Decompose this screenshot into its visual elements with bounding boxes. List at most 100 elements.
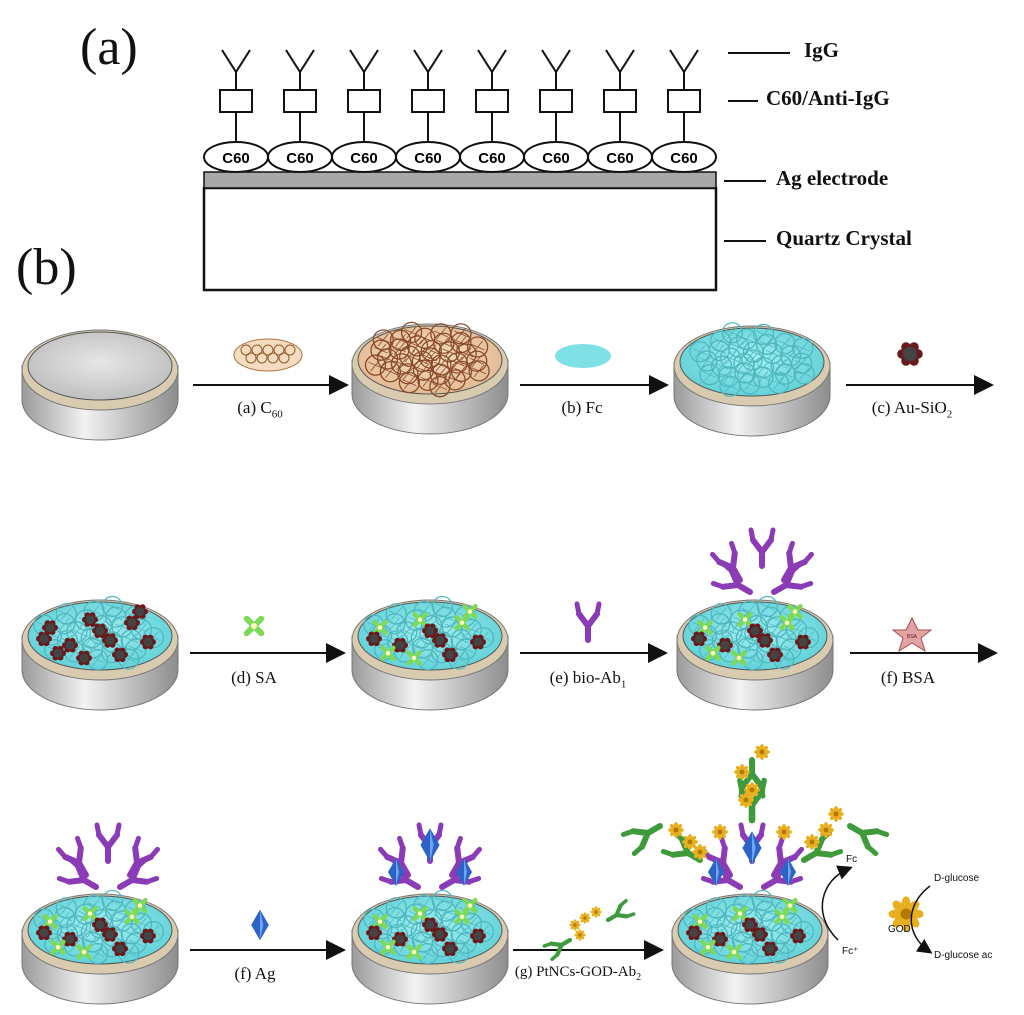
god-petal bbox=[755, 752, 762, 759]
streptavidin-core bbox=[731, 949, 737, 955]
sio2-core bbox=[720, 640, 730, 650]
fullerene-mesh bbox=[725, 326, 740, 339]
streptavidin-core bbox=[705, 944, 711, 950]
fullerene-cage bbox=[417, 369, 439, 392]
god-petal bbox=[688, 834, 692, 840]
streptavidin-core bbox=[736, 655, 742, 661]
fullerene-mesh bbox=[458, 642, 474, 656]
electrode-c60 bbox=[351, 321, 509, 435]
god-petal bbox=[746, 800, 753, 807]
streptavidin-core bbox=[55, 944, 61, 950]
streptavidin-core bbox=[779, 914, 785, 920]
fullerene-mesh bbox=[797, 367, 812, 380]
streptavidin-core bbox=[81, 949, 87, 955]
fullerene-cage bbox=[709, 330, 732, 352]
quartz-crystal-block bbox=[202, 186, 718, 292]
god-center bbox=[673, 827, 679, 833]
god-center bbox=[697, 849, 703, 855]
fullerene-cage bbox=[710, 603, 732, 625]
antibody-tips bbox=[416, 822, 444, 838]
antibody-tips bbox=[618, 898, 636, 919]
c60-unit: C60 bbox=[267, 49, 333, 173]
reagent-c60-cage bbox=[245, 352, 257, 364]
reagent-ab2-icon bbox=[542, 898, 636, 962]
fullerene-mesh bbox=[736, 899, 752, 912]
god-petal bbox=[702, 850, 708, 854]
fullerene-mesh bbox=[420, 653, 435, 666]
step-label-b: (b) Fc bbox=[561, 398, 603, 417]
fullerene-cage bbox=[699, 364, 721, 386]
c60-text: C60 bbox=[222, 150, 250, 167]
anti-igg-box bbox=[283, 89, 317, 113]
fullerene-mesh bbox=[433, 327, 448, 341]
sio2-core bbox=[750, 626, 760, 636]
c60-text: C60 bbox=[286, 150, 314, 167]
fullerene-cage bbox=[717, 366, 740, 388]
antibody-tips bbox=[454, 835, 483, 860]
sio2-core bbox=[793, 931, 803, 941]
reagent-c60-cage bbox=[251, 344, 263, 356]
reagent-c60-cage bbox=[240, 344, 252, 356]
god-petal bbox=[581, 933, 586, 937]
streptavidin-core bbox=[784, 620, 790, 626]
streptavidin-core bbox=[411, 655, 417, 661]
god-petal bbox=[829, 807, 836, 814]
god-petal bbox=[720, 832, 727, 839]
sio2-core bbox=[45, 623, 55, 633]
fullerene-cage bbox=[719, 347, 742, 369]
god-petal bbox=[755, 745, 762, 752]
god-petal bbox=[583, 912, 587, 917]
god-petal bbox=[752, 783, 759, 790]
sio2-core bbox=[39, 928, 49, 938]
antibody bbox=[55, 835, 89, 878]
god-petal bbox=[812, 842, 819, 849]
god-petal bbox=[744, 788, 750, 792]
fullerene-cage bbox=[55, 897, 77, 919]
god-petal bbox=[824, 822, 828, 828]
streptavidin-core bbox=[251, 623, 257, 629]
antibody-tips bbox=[542, 941, 560, 962]
fullerene-mesh bbox=[723, 351, 738, 365]
antibody bbox=[56, 856, 99, 890]
god-petal bbox=[676, 830, 683, 837]
fullerene-mesh bbox=[778, 367, 793, 381]
god-petal bbox=[683, 835, 690, 842]
god-petal bbox=[683, 842, 690, 849]
god-petal bbox=[594, 906, 598, 911]
fullerene-mesh bbox=[742, 377, 757, 391]
god-petal bbox=[892, 900, 904, 912]
sio2-core bbox=[395, 934, 405, 944]
fullerene-mesh bbox=[454, 365, 469, 378]
antibody-arms bbox=[96, 832, 120, 864]
god-center bbox=[759, 749, 765, 755]
antibody bbox=[781, 540, 815, 583]
god-petal bbox=[739, 800, 746, 807]
fullerene-cage bbox=[444, 369, 466, 391]
sio2-core bbox=[715, 934, 725, 944]
god-petal bbox=[901, 918, 911, 932]
god-petal bbox=[591, 907, 596, 912]
ag-electrode-label: Ag electrode bbox=[776, 166, 889, 190]
igg-y bbox=[285, 49, 315, 74]
god-petal bbox=[718, 834, 722, 840]
sio2-core bbox=[435, 929, 445, 939]
god-center bbox=[583, 916, 587, 920]
god-petal bbox=[597, 910, 602, 914]
god-petal bbox=[810, 844, 814, 850]
electrode-final bbox=[671, 889, 829, 1005]
c60-unit: C60 bbox=[459, 49, 525, 173]
electrode-surface bbox=[27, 331, 173, 401]
igg-y bbox=[413, 49, 443, 74]
god-petal bbox=[826, 823, 833, 830]
antibody-tips bbox=[574, 601, 602, 617]
fullerene-mesh bbox=[416, 899, 432, 912]
antibody-tips bbox=[56, 856, 81, 885]
god-petal bbox=[596, 912, 601, 917]
antibody-tips bbox=[620, 828, 645, 857]
igg-y bbox=[605, 49, 635, 74]
fullerene-cage bbox=[466, 336, 489, 358]
step-label-f-bsa: (f) BSA bbox=[880, 668, 936, 687]
god-petal bbox=[744, 792, 748, 798]
sio2-core bbox=[435, 635, 445, 645]
